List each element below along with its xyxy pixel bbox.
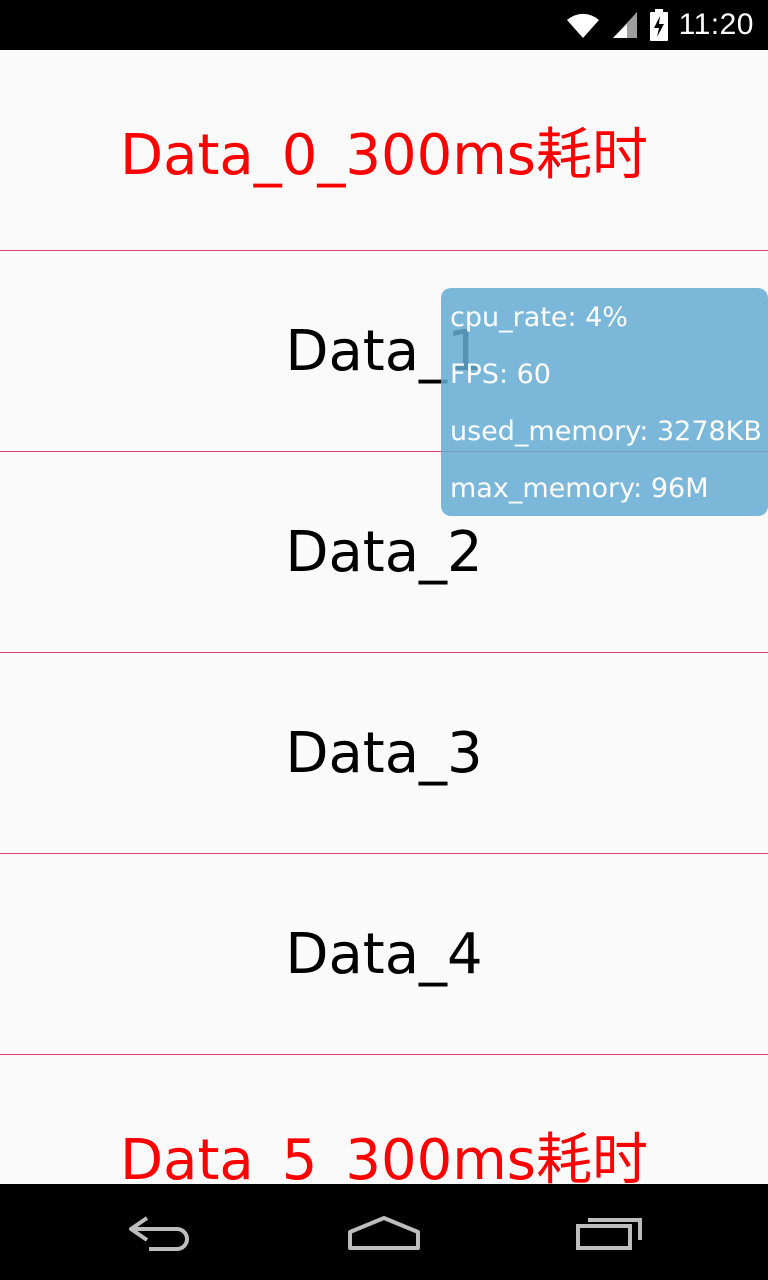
list-item-label: Data_5_300ms耗时 [120, 1127, 648, 1193]
home-button[interactable] [334, 1204, 434, 1260]
navigation-bar [0, 1184, 768, 1280]
cpu-rate-text: cpu_rate: 4% [450, 302, 628, 333]
wifi-icon [566, 13, 599, 38]
data-list[interactable]: Data_0_300ms耗时 Data_1 Data_2 Data_3 Data… [0, 50, 768, 1256]
used-memory-text: used_memory: 3278KB [450, 416, 762, 447]
fps-text: FPS: 60 [450, 359, 551, 390]
list-item-label: Data_3 [285, 720, 483, 786]
recents-button[interactable] [560, 1204, 660, 1260]
performance-overlay[interactable]: cpu_rate: 4% FPS: 60 used_memory: 3278KB… [441, 288, 768, 516]
list-item[interactable]: Data_2 [0, 452, 768, 653]
status-icons: 11:20 [565, 0, 754, 50]
home-icon [348, 1216, 420, 1250]
list-item-label: Data_4 [285, 921, 483, 987]
list-item[interactable]: Data_3 [0, 653, 768, 854]
recents-icon [576, 1218, 642, 1250]
back-icon [129, 1216, 189, 1251]
status-bar: 11:20 [0, 0, 768, 50]
battery-charging-icon [649, 9, 668, 41]
list-item[interactable]: Data_4 [0, 854, 768, 1055]
list-item-label: Data_0_300ms耗时 [120, 122, 648, 188]
list-item-label: Data_2 [285, 519, 483, 585]
back-button[interactable] [110, 1204, 210, 1260]
status-time: 11:20 [678, 8, 754, 41]
signal-icon [612, 12, 637, 38]
list-item[interactable]: Data_0_300ms耗时 [0, 50, 768, 251]
max-memory-text: max_memory: 96M [450, 473, 709, 504]
